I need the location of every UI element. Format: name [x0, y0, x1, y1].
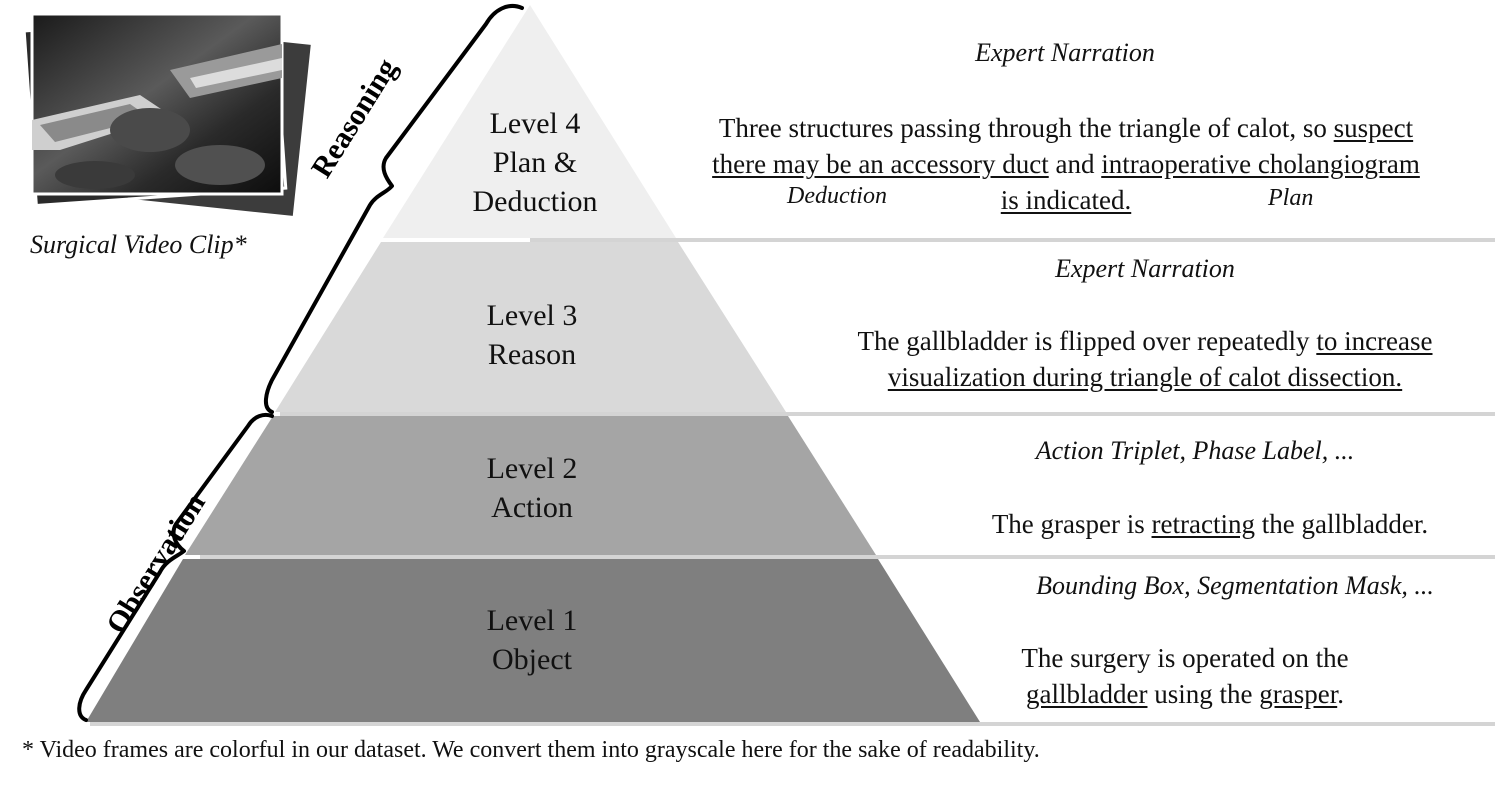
level-2-caption: Action Triplet, Phase Label, ...	[1035, 436, 1355, 465]
level-2-desc-underlined: retracting	[1151, 509, 1255, 539]
level-1-desc-underlined: grasper	[1259, 679, 1338, 709]
level-3-desc-underlined: visualization during triangle of calot d…	[887, 362, 1403, 392]
deduction-annotation: Deduction	[787, 183, 887, 209]
level-4-number: Level 4	[489, 107, 581, 140]
pyramid-tier-level-3	[275, 242, 786, 412]
level-4-name-line1: Plan &	[492, 146, 578, 179]
level-1-desc-text: using the	[1147, 679, 1260, 709]
reasoning-brace	[264, 4, 524, 414]
level-2-desc-text: The grasper is	[991, 509, 1152, 539]
level-4-desc-underlined: is indicated.	[1000, 185, 1132, 215]
level-3-description: The gallbladder is flipped over repeated…	[800, 323, 1490, 395]
pyramid-tier-level-1	[86, 559, 980, 722]
plan-annotation: Plan	[1268, 185, 1314, 211]
level-4-label: Level 4 Plan & Deduction	[435, 104, 635, 221]
level-1-caption: Bounding Box, Segmentation Mask, ...	[1036, 571, 1434, 600]
level-3-label: Level 3 Reason	[432, 296, 632, 374]
level-4-desc-underlined: suspect	[1333, 113, 1414, 143]
level-1-description: The surgery is operated on the gallbladd…	[960, 640, 1410, 712]
level-1-desc-text: The surgery is operated on the	[1021, 643, 1349, 673]
level-4-caption: Expert Narration	[975, 38, 1155, 67]
level-2-name: Action	[491, 491, 573, 524]
level-1-number: Level 1	[486, 604, 578, 637]
level-1-label: Level 1 Object	[432, 601, 632, 679]
level-4-desc-text: and	[1048, 149, 1102, 179]
level-2-description: The grasper is retracting the gallbladde…	[940, 506, 1480, 542]
level-2-label: Level 2 Action	[432, 449, 632, 527]
level-3-caption: Expert Narration	[1055, 254, 1235, 283]
surgical-video-clip-image	[22, 11, 315, 220]
level-2-desc-text: the gallbladder.	[1254, 509, 1429, 539]
level-1-name: Object	[492, 643, 572, 676]
level-4-desc-underlined: intraoperative cholangiogram	[1101, 149, 1420, 179]
footnote: * Video frames are colorful in our datas…	[22, 737, 1040, 763]
level-3-desc-text: The gallbladder is flipped over repeated…	[857, 326, 1317, 356]
level-1-desc-underlined: gallbladder	[1026, 679, 1148, 709]
level-4-desc-text: Three structures passing through the tri…	[718, 113, 1334, 143]
pyramid-tier-level-4	[383, 5, 676, 238]
level-4-desc-underlined: there may be an accessory duct	[712, 149, 1049, 179]
level-4-name-line2: Deduction	[472, 185, 598, 218]
level-2-number: Level 2	[486, 452, 578, 485]
pyramid-tier-level-2	[185, 416, 876, 555]
level-1-desc-text: .	[1337, 679, 1344, 709]
level-4-description: Three structures passing through the tri…	[660, 110, 1472, 218]
level-3-name: Reason	[487, 338, 577, 371]
level-3-desc-underlined: to increase	[1316, 326, 1433, 356]
observation-brace	[77, 412, 274, 722]
surgical-video-clip-caption: Surgical Video Clip*	[30, 230, 247, 259]
level-3-number: Level 3	[486, 299, 578, 332]
